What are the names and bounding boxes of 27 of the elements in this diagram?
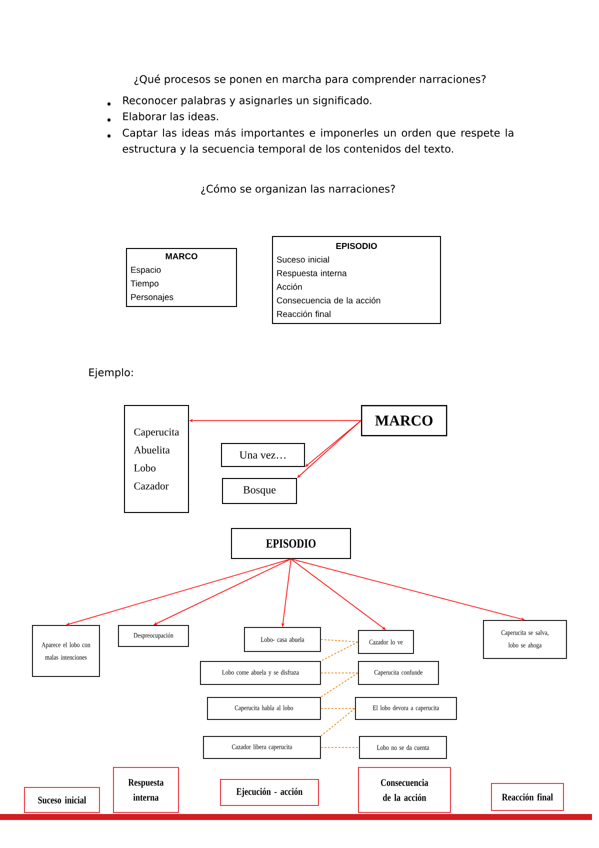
connector-line xyxy=(320,747,360,748)
stage-box: Respuesta interna xyxy=(113,767,179,813)
example-box: Bosque xyxy=(222,478,297,504)
arrow xyxy=(290,558,386,630)
character-box: Caperucita Abuelita Lobo Cazador xyxy=(124,405,189,513)
connector-line xyxy=(320,642,358,662)
example-label: Ejemplo: xyxy=(89,368,133,378)
bullet-item: Captar las ideas más importantes e imponerles un orden que respete la estructura y la secuencia temporal de los contenidos del texto. xyxy=(122,128,514,155)
example-box: Una vez… xyxy=(221,443,305,467)
stage-box: Suceso inicial xyxy=(24,787,100,813)
stage-box: Ejecución - acción xyxy=(220,779,319,806)
connector-line xyxy=(320,639,358,642)
schema-box: MARCO Espacio Tiempo Personajes xyxy=(126,248,237,307)
connector-line xyxy=(320,708,356,736)
schema-box: EPISODIO Suceso inicial Respuesta interna Acción Consecuencia de la acción Reacción final xyxy=(272,236,441,324)
arrow xyxy=(297,420,362,478)
heading: ¿Qué procesos se ponen en marcha para comprender narraciones? xyxy=(134,74,486,86)
connector-line xyxy=(320,708,356,709)
heading-box: EPISODIO xyxy=(231,528,351,559)
bullet-item: Reconocer palabras y asignarles un significado. xyxy=(123,96,372,106)
connector-line xyxy=(320,672,358,698)
connector-line xyxy=(320,672,358,674)
stage-box: Consecuencia de la acción xyxy=(358,767,451,813)
bullet-item: Elaborar las ideas. xyxy=(123,112,218,120)
subheading: ¿Cómo se organizan las narraciones? xyxy=(201,184,395,195)
heading-box: MARCO xyxy=(361,405,448,436)
stage-box: Reacción final xyxy=(491,783,564,811)
